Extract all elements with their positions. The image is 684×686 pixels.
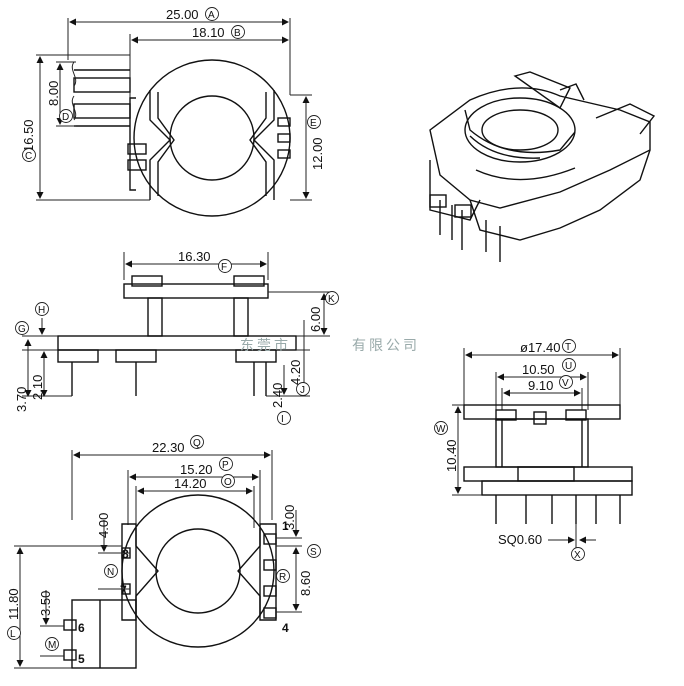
dim-p-value: 15.20 (180, 462, 213, 477)
dim-q-value: 22.30 (152, 440, 185, 455)
dim-370-value: 3.70 (14, 387, 29, 412)
bottom-view: 22.30 Q 15.20 P 14.20 O 1 (6, 435, 321, 669)
dim-d-letter: D (62, 112, 69, 123)
dim-u-letter: U (565, 361, 572, 372)
dim-u-value: 10.50 (522, 362, 555, 377)
pin-4-label: 4 (282, 621, 289, 635)
pin-5-label: 5 (78, 652, 85, 666)
dim-b-letter: B (234, 28, 241, 39)
dim-n-letter: N (107, 567, 114, 578)
side-view: 16.30 F 6.00 K 4.20 J 2.40 I (14, 249, 339, 425)
dim-w-letter: W (436, 424, 446, 435)
dim-s-letter: S (310, 547, 317, 558)
dim-j-value: 4.20 (288, 360, 303, 385)
dim-m-letter: M (48, 640, 56, 651)
dim-a-letter: A (208, 10, 215, 21)
dim-t-letter: T (565, 342, 571, 353)
watermark: 有限公司 (352, 338, 420, 354)
watermark-prefix: 东莞市 (240, 337, 291, 354)
dim-t-value: ø17.40 (520, 340, 560, 355)
dim-c-letter: C (25, 151, 32, 162)
dim-g-letter: G (18, 324, 26, 335)
isometric-view (429, 71, 656, 262)
dim-l-letter: L (10, 629, 16, 640)
dim-q-letter: Q (193, 438, 201, 449)
dim-i-letter: I (281, 414, 284, 425)
dim-n-value: 4.00 (96, 513, 111, 538)
dim-m-value: 3.50 (38, 591, 53, 616)
dim-210-value: 2.10 (30, 375, 45, 400)
dim-s-value: 3.00 (282, 505, 297, 530)
dim-j-letter: J (300, 385, 305, 396)
dim-r-value: 8.60 (298, 571, 313, 596)
front-view: ø17.40 T 10.50 U 9.10 V (434, 339, 633, 561)
dim-i-value: 2.40 (270, 383, 285, 408)
dim-a-value: 25.00 (166, 7, 199, 22)
dim-v-letter: V (562, 378, 569, 389)
dim-w-value: 10.40 (444, 439, 459, 472)
dim-d-value: 8.00 (46, 81, 61, 106)
dim-e-value: 12.00 (310, 137, 325, 170)
dim-l-value: 11.80 (6, 588, 21, 620)
dim-k-value: 6.00 (308, 307, 323, 332)
dim-o-letter: O (224, 477, 232, 488)
pin-8-label: 8 (122, 547, 129, 561)
dim-c-value: 16.50 (21, 119, 36, 152)
dim-f-value: 16.30 (178, 249, 211, 264)
dim-x-letter: X (574, 550, 581, 561)
dim-r-letter: R (279, 572, 286, 583)
dim-k-letter: K (328, 294, 335, 305)
top-view: 25.00 A 18.10 B 16.50 C (21, 7, 325, 217)
dim-f-letter: F (221, 262, 227, 273)
pin-1-label: 1 (282, 519, 289, 533)
dim-h-letter: H (38, 305, 45, 316)
dim-v-value: 9.10 (528, 378, 553, 393)
dim-p-letter: P (222, 460, 229, 471)
dim-b-value: 18.10 (192, 25, 225, 40)
dim-o-value: 14.20 (174, 476, 207, 491)
dim-x-value: SQ0.60 (498, 532, 542, 547)
dim-e-letter: E (310, 118, 317, 129)
pin-6-label: 6 (78, 621, 85, 635)
pin-7-label: 7 (120, 583, 127, 597)
